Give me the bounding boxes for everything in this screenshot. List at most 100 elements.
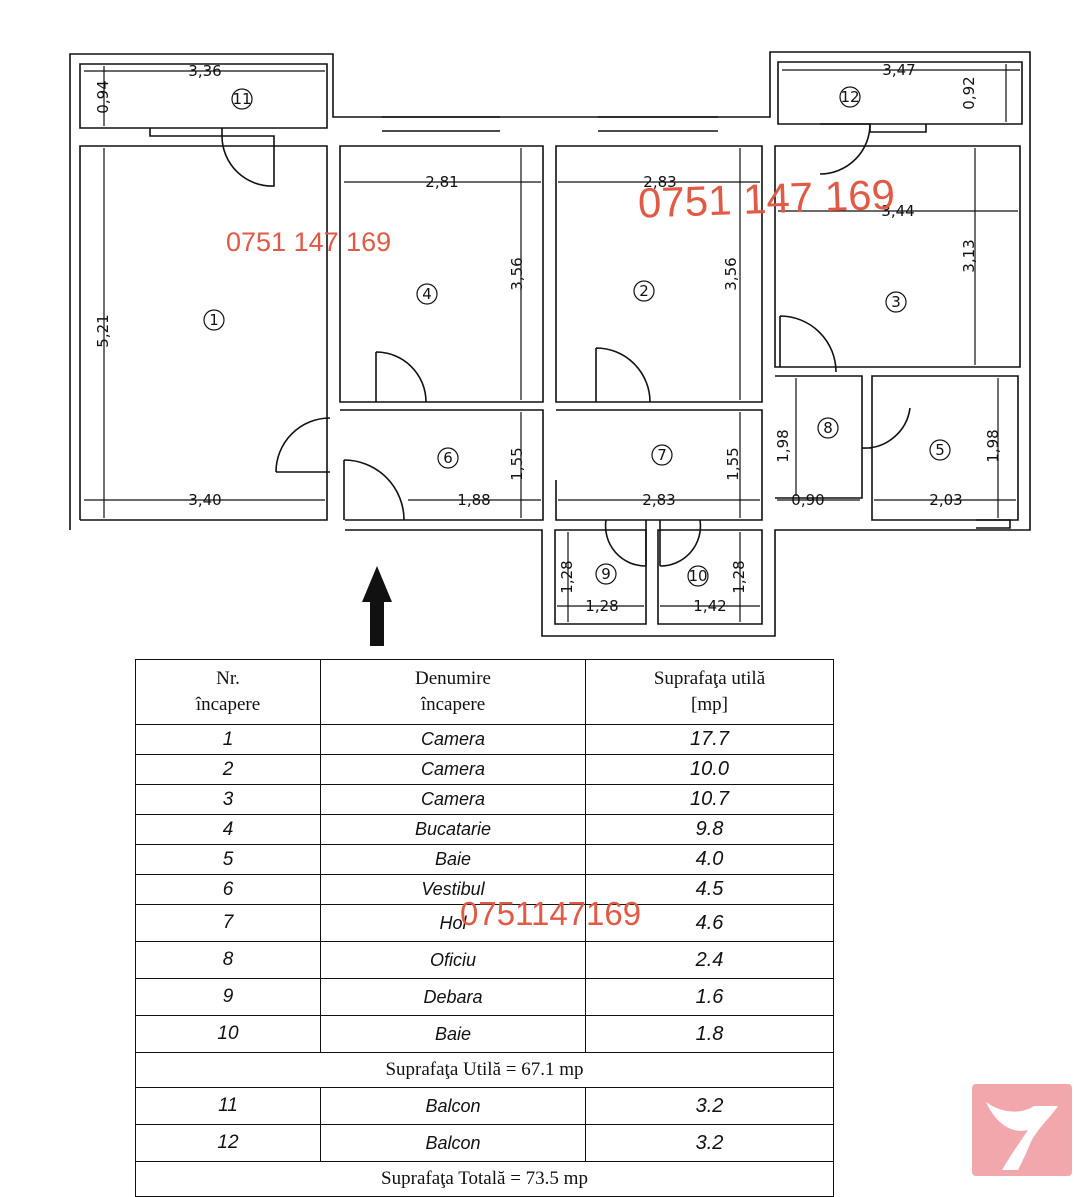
room-number-cell: 8 xyxy=(135,941,321,979)
room-number: 5 xyxy=(935,441,945,459)
room-area-cell: 9.8 xyxy=(585,814,834,845)
room-number-cell: 10 xyxy=(135,1015,321,1053)
room-name-cell: Baie xyxy=(320,844,586,875)
dim-label: 1,98 xyxy=(774,429,792,462)
room-number-circle xyxy=(839,86,861,108)
room-number-cell: 9 xyxy=(135,978,321,1016)
room-name-cell: Balcon xyxy=(320,1124,586,1162)
room-name-cell: Vestibul xyxy=(320,874,586,905)
room-name-cell: Bucatarie xyxy=(320,814,586,845)
room-area-cell: 2.4 xyxy=(585,941,834,979)
room-name-cell: Camera xyxy=(320,784,586,815)
dim-label: 2,81 xyxy=(425,173,458,191)
room-number: 4 xyxy=(422,285,432,303)
room-number-circle xyxy=(885,291,907,313)
watermark-phone: 0751147169 xyxy=(460,895,642,932)
table-row: Suprafaţa Totală = 73.5 mp xyxy=(135,1161,834,1197)
entrance-arrow-icon xyxy=(362,566,392,646)
room-number-circle xyxy=(437,447,459,469)
room-number: 11 xyxy=(232,90,251,108)
room-name-cell: Oficiu xyxy=(320,941,586,979)
room-area-cell: 4.5 xyxy=(585,874,834,905)
room-number: 1 xyxy=(209,311,219,329)
dim-label: 0,92 xyxy=(960,76,978,109)
dim-label: 5,21 xyxy=(94,314,112,347)
room-number-circle xyxy=(817,417,839,439)
dim-label: 1,28 xyxy=(558,560,576,593)
room-number: 2 xyxy=(639,282,649,300)
room-number-cell: 2 xyxy=(135,754,321,785)
dim-label: 0,94 xyxy=(94,80,112,113)
room-area-cell: 10.0 xyxy=(585,754,834,785)
dim-label: 3,56 xyxy=(722,257,740,290)
room-name-cell: Baie xyxy=(320,1015,586,1053)
dim-label: 2,83 xyxy=(643,173,676,191)
room-area-cell: 4.0 xyxy=(585,844,834,875)
room-name-cell: Balcon xyxy=(320,1087,586,1125)
room-name-cell: Camera xyxy=(320,724,586,755)
room-area-cell: 1.8 xyxy=(585,1015,834,1053)
header-area: Suprafaţa utilă[mp] xyxy=(585,659,834,725)
room-number-cell: 1 xyxy=(135,724,321,755)
room-name-cell: Debara xyxy=(320,978,586,1016)
dim-label: 1,28 xyxy=(730,560,748,593)
room-number-cell: 11 xyxy=(135,1087,321,1125)
dim-label: 2,03 xyxy=(929,491,962,509)
room-number-circle xyxy=(416,283,438,305)
room-number-cell: 4 xyxy=(135,814,321,845)
room-number-circle xyxy=(651,444,673,466)
room-number-circle xyxy=(203,309,225,331)
room-name-cell: Camera xyxy=(320,754,586,785)
watermark-phone: 0751 147 169 xyxy=(637,171,895,227)
area-summary: Suprafaţa Totală = 73.5 mp xyxy=(135,1161,834,1197)
room-number: 6 xyxy=(443,449,453,467)
table-row: Suprafaţa Utilă = 67.1 mp xyxy=(135,1052,834,1088)
room-number-cell: 3 xyxy=(135,784,321,815)
room-number-cell: 6 xyxy=(135,874,321,905)
dim-label: 1,42 xyxy=(693,597,726,615)
room-number-circle xyxy=(687,565,709,587)
dim-label: 3,47 xyxy=(882,61,915,79)
header-room-number: Nr.încapere xyxy=(135,659,321,725)
dim-label: 1,88 xyxy=(457,491,490,509)
room-number: 10 xyxy=(688,567,707,585)
dim-label: 0,90 xyxy=(791,491,824,509)
dim-label: 3,40 xyxy=(188,491,221,509)
dim-label: 3,13 xyxy=(960,239,978,272)
dim-label: 3,44 xyxy=(881,202,914,220)
dim-label: 1,55 xyxy=(724,447,742,480)
room-area-cell: 3.2 xyxy=(585,1124,834,1162)
room-number-circle xyxy=(595,563,617,585)
room-number-circle xyxy=(231,88,253,110)
room-number: 7 xyxy=(657,446,667,464)
room-number-circle xyxy=(929,439,951,461)
room-number-cell: 7 xyxy=(135,904,321,942)
room-area-cell: 3.2 xyxy=(585,1087,834,1125)
room-area-cell: 17.7 xyxy=(585,724,834,755)
dim-label: 1,55 xyxy=(508,447,526,480)
watermark-phone: 0751 147 169 xyxy=(226,227,391,257)
room-number: 8 xyxy=(823,419,833,437)
dim-label: 3,36 xyxy=(188,62,221,80)
brand-logo-icon xyxy=(972,1084,1072,1176)
room-number-cell: 5 xyxy=(135,844,321,875)
room-area-cell: 1.6 xyxy=(585,978,834,1016)
room-number: 3 xyxy=(891,293,901,311)
room-number: 12 xyxy=(840,88,859,106)
dim-label: 3,56 xyxy=(508,257,526,290)
dim-label: 1,28 xyxy=(585,597,618,615)
floor-plan: 3,36 0,94 3,47 0,92 2,81 2,83 3,44 3,56 … xyxy=(69,51,1031,646)
